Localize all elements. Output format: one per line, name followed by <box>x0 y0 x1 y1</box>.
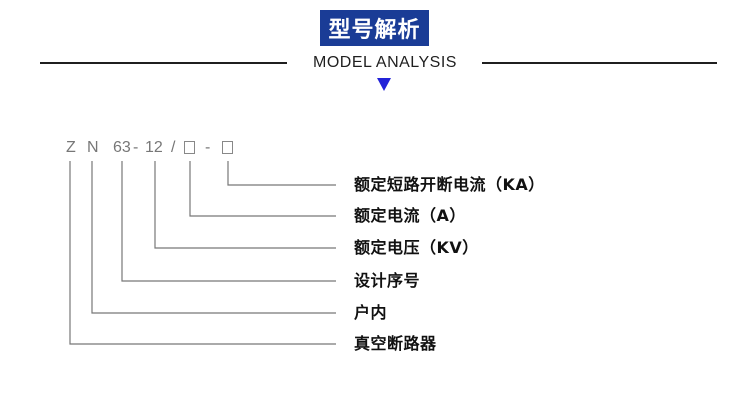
connector-design-number <box>121 161 336 282</box>
code-placeholder-breaking <box>222 141 233 154</box>
code-dash-1: - <box>133 139 139 156</box>
connector-breaking-current <box>227 161 336 186</box>
title-rule-left <box>40 62 287 64</box>
label-rated-current: 额定电流（A） <box>354 206 466 225</box>
label-vacuum-circuit-breaker: 真空断路器 <box>354 334 437 353</box>
connector-rated-current <box>189 161 336 217</box>
code-voltage: 12 <box>145 139 163 156</box>
label-design-number: 设计序号 <box>354 271 421 290</box>
label-rated-short-circuit-breaking-current: 额定短路开断电流（KA） <box>354 175 545 194</box>
title-rule-right <box>482 62 717 64</box>
code-slash: / <box>171 139 176 156</box>
code-series: 63 <box>113 139 131 156</box>
down-arrow-icon <box>377 78 391 91</box>
label-indoor: 户内 <box>354 303 388 322</box>
section-subtitle: MODEL ANALYSIS <box>313 54 457 71</box>
connector-indoor <box>91 161 336 314</box>
code-placeholder-current <box>184 141 195 154</box>
section-title: 型号解析 <box>320 10 429 46</box>
label-rated-voltage: 额定电压（KV） <box>354 238 479 257</box>
connector-vacuum-breaker <box>69 161 336 345</box>
connector-rated-voltage <box>154 161 336 249</box>
code-dash-2: - <box>205 139 211 156</box>
code-letter-z: Z <box>66 139 76 156</box>
code-letter-n: N <box>87 139 99 156</box>
